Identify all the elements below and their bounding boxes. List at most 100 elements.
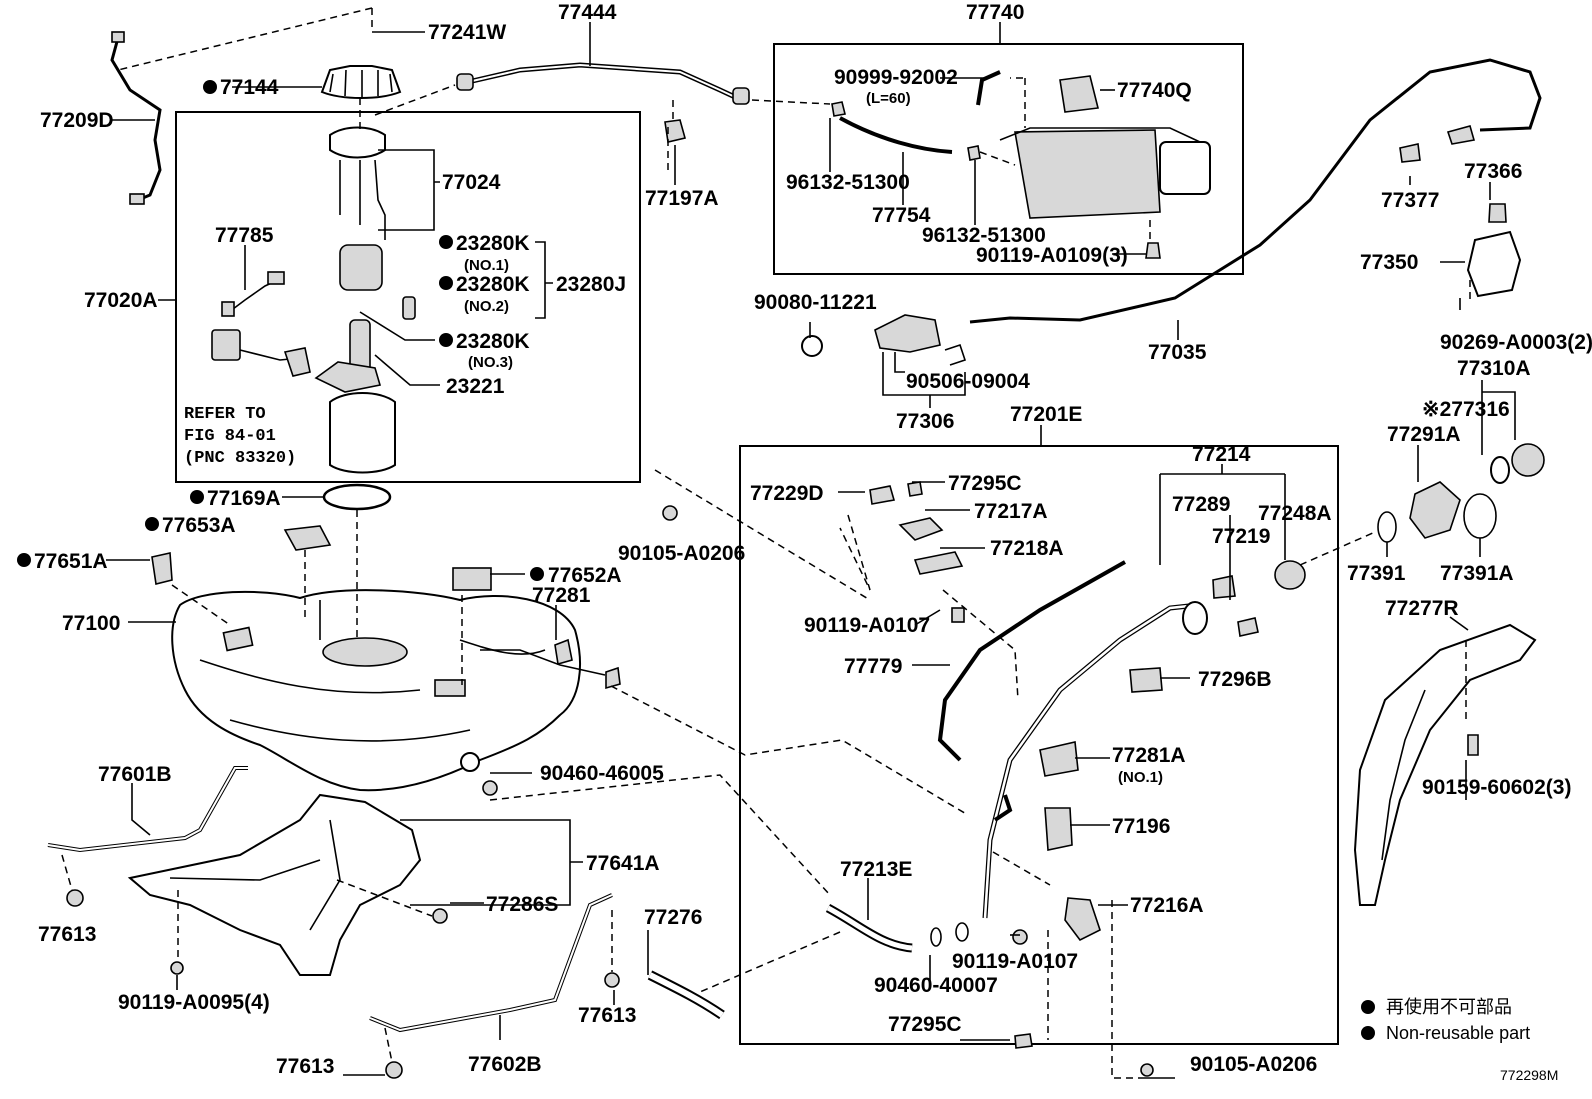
label-77740: 77740 <box>966 1 1024 24</box>
label-77377: 77377 <box>1381 189 1439 212</box>
label-77601B: 77601B <box>98 763 172 786</box>
label-90460-40007: 90460-40007 <box>874 974 998 997</box>
bolt-77613-left <box>66 889 84 907</box>
canister-shape <box>1014 129 1161 219</box>
label-77219: 77219 <box>1212 525 1270 548</box>
bullet-77144 <box>203 80 217 94</box>
legend-jp: 再使用不可部品 <box>1386 997 1512 1017</box>
label-refer-2: FIG 84-01 <box>184 427 276 446</box>
label-77214: 77214 <box>1192 443 1251 466</box>
cap-77377 <box>1399 143 1421 163</box>
wire-77209D <box>110 37 162 202</box>
label-90119-A0095: 90119-A0095(4) <box>118 991 270 1014</box>
fuel-cap-77316 <box>1511 443 1545 477</box>
label-no1: (NO.1) <box>464 257 509 274</box>
legend-bullet-en <box>1361 1026 1375 1040</box>
label-no2: (NO.2) <box>464 298 509 315</box>
clip-77196 <box>1044 807 1073 851</box>
label-77652A: 77652A <box>548 564 622 587</box>
label-refer-3: (PNC 83320) <box>184 449 296 468</box>
cable-77035 <box>969 58 1542 324</box>
bolt-90119-A0095 <box>170 961 184 975</box>
label-90506-09004: 90506-09004 <box>906 370 1030 393</box>
tank-opening <box>322 637 408 667</box>
label-77641A: 77641A <box>586 852 660 875</box>
label-90999-92002: 90999-92002 <box>834 66 958 89</box>
bolt-77613-bot <box>385 1061 403 1079</box>
bullet-77653A <box>145 517 159 531</box>
label-77281: 77281 <box>532 584 591 607</box>
label-77248A: 77248A <box>1258 502 1332 525</box>
canister-assembly-box <box>773 43 1244 275</box>
gasket-77169A <box>322 483 392 511</box>
label-90105-A0206-bot: 90105-A0206 <box>1190 1053 1317 1076</box>
fuel-pump-assembly-box <box>175 111 641 483</box>
legend-en: Non-reusable part <box>1386 1023 1530 1043</box>
part-labels: 77241W 77444 77740 77209D 77144 90999-92… <box>34 1 1592 1078</box>
label-77316: ※277316 <box>1422 398 1510 421</box>
label-77350: 77350 <box>1360 251 1418 274</box>
fuel-gauge-sender-shape <box>211 329 241 361</box>
label-77366: 77366 <box>1464 160 1522 183</box>
label-77201E: 77201E <box>1010 403 1082 426</box>
dashed-lines <box>61 7 1471 1079</box>
label-77169A: 77169A <box>207 487 281 510</box>
label-77289: 77289 <box>1172 493 1230 516</box>
label-77209D: 77209D <box>40 109 114 132</box>
breather-tube-77779 <box>937 560 1126 762</box>
label-77276: 77276 <box>644 906 702 929</box>
label-77024: 77024 <box>442 171 501 194</box>
protector-77277R <box>1353 623 1537 906</box>
label-l60: (L=60) <box>866 90 911 107</box>
lever-77306 <box>874 314 941 353</box>
label-77779: 77779 <box>844 655 902 678</box>
fuel-tank-shape <box>171 589 581 792</box>
bracket-77216A <box>1064 897 1101 942</box>
bullet-77652A <box>530 567 544 581</box>
hose-77754 <box>839 116 953 154</box>
bullet-23280K-3 <box>439 333 453 347</box>
label-23280K-2: 23280K <box>456 273 530 296</box>
label-no3: (NO.3) <box>468 354 513 371</box>
figure-code: 772298M <box>1500 1067 1558 1083</box>
pump-bracket-shape <box>314 361 382 393</box>
label-77295C-top: 77295C <box>948 472 1022 495</box>
label-90269-A0003: 90269-A0003(2) <box>1440 331 1592 354</box>
label-90119-A0109: 90119-A0109(3) <box>976 244 1128 267</box>
label-77216A: 77216A <box>1130 894 1204 917</box>
fuel-filter-shape <box>339 244 383 291</box>
bullet-77651A <box>17 553 31 567</box>
label-77229D: 77229D <box>750 482 824 505</box>
leader-lines <box>106 22 1516 1079</box>
label-90105-A0206-top: 90105-A0206 <box>618 542 745 565</box>
label-77281A: 77281A <box>1112 744 1186 767</box>
bullet-23280K-1 <box>439 235 453 249</box>
label-77306: 77306 <box>896 410 954 433</box>
fuel-lid-77350 <box>1466 230 1522 298</box>
bullet-77169A <box>190 490 204 504</box>
label-refer-1: REFER TO <box>184 405 266 424</box>
label-77213E: 77213E <box>840 858 912 881</box>
label-77613-mid: 77613 <box>578 1004 636 1027</box>
filler-neck-77291A <box>1409 481 1461 539</box>
pump-reservoir-shape <box>329 392 396 474</box>
legend: 再使用不可部品 Non-reusable part <box>1361 997 1530 1043</box>
vsv-77740Q <box>1059 75 1099 113</box>
clamp-77248A <box>1274 560 1306 590</box>
label-77444: 77444 <box>558 1 617 24</box>
filler-pipe-assembly-box <box>739 445 1339 1045</box>
label-96132-51300-b: 96132-51300 <box>922 224 1046 247</box>
label-90119-A0107-bot: 90119-A0107 <box>952 950 1078 973</box>
label-77740Q: 77740Q <box>1117 79 1192 102</box>
label-77241W: 77241W <box>428 21 506 44</box>
label-77144: 77144 <box>220 76 279 99</box>
label-90159-60602: 90159-60602(3) <box>1422 776 1571 799</box>
label-23221: 23221 <box>446 375 505 398</box>
label-77651A: 77651A <box>34 550 108 573</box>
label-77218A: 77218A <box>990 537 1064 560</box>
label-77020A: 77020A <box>84 289 158 312</box>
label-77291A: 77291A <box>1387 423 1461 446</box>
label-96132-51300-a: 96132-51300 <box>786 171 910 194</box>
label-77310A: 77310A <box>1457 357 1531 380</box>
